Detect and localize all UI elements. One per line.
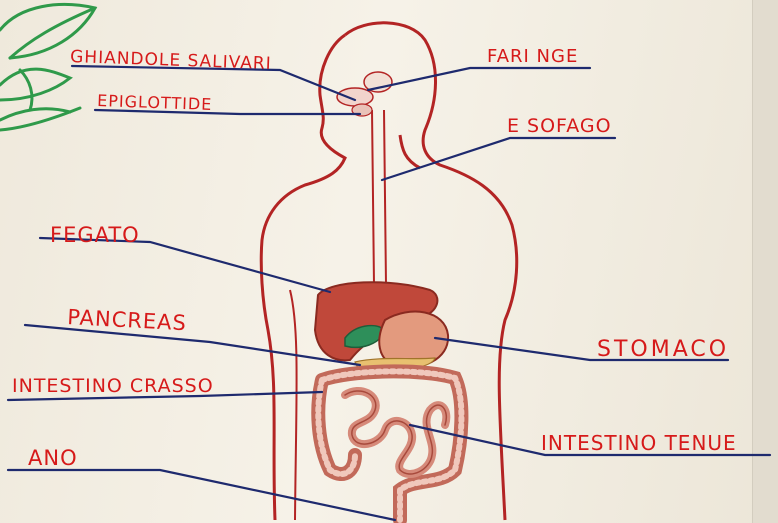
label-fegato: FEGATO — [50, 223, 140, 247]
large-intestine — [318, 371, 461, 520]
label-intestino-tenue: INTESTINO TENUE — [541, 431, 737, 455]
label-stomaco: STOMACO — [597, 337, 729, 362]
label-ano: ANO — [28, 446, 78, 470]
arm-left — [290, 290, 297, 520]
leader-pancreas — [25, 325, 360, 365]
leader-faringe — [368, 68, 590, 90]
label-epiglottide: EPIGLOTTIDE — [97, 91, 213, 114]
label-intestino-crasso: INTESTINO CRASSO — [12, 375, 214, 397]
label-faringe: FARI NGE — [487, 46, 578, 67]
neck-right — [400, 135, 420, 168]
large-intestine-outline — [318, 371, 461, 520]
leader-esofago — [382, 138, 615, 180]
label-ghiandole-salivari: GHIANDOLE SALIVARI — [70, 47, 272, 74]
label-esofago: E SOFAGO — [507, 115, 612, 137]
esophagus — [372, 110, 386, 285]
